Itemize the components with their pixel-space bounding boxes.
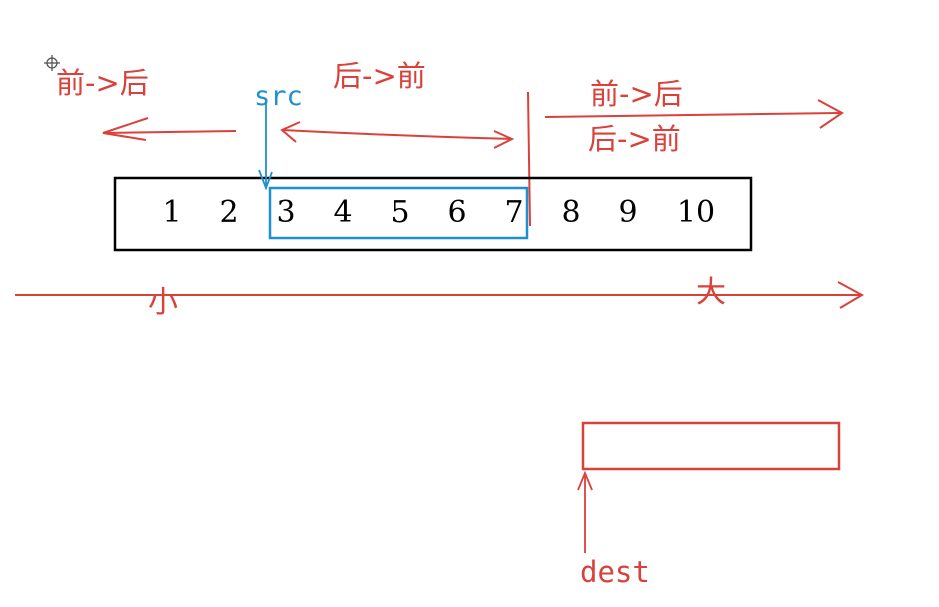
array-element: 9 bbox=[618, 195, 638, 230]
array-element: 10 bbox=[676, 195, 716, 230]
label-front-to-back-left: 前->后 bbox=[56, 66, 149, 100]
array-element: 7 bbox=[504, 195, 524, 230]
boundary-line bbox=[527, 91, 531, 227]
crosshair-cursor-icon bbox=[44, 55, 60, 71]
small-label: 小 bbox=[148, 285, 178, 320]
src-pointer-arrow bbox=[258, 100, 273, 191]
array-element: 5 bbox=[390, 195, 410, 230]
array-element: 3 bbox=[276, 195, 296, 230]
array-element: 6 bbox=[447, 195, 467, 230]
array-element: 8 bbox=[561, 195, 581, 230]
middle-double-arrow bbox=[280, 121, 515, 149]
dest-label: dest bbox=[580, 555, 650, 589]
dest-pointer-arrow bbox=[577, 470, 593, 553]
right-arrow bbox=[544, 99, 844, 129]
dest-box bbox=[581, 421, 841, 471]
array-element: 2 bbox=[219, 195, 239, 230]
src-region-box bbox=[268, 186, 529, 240]
array-element: 4 bbox=[333, 195, 353, 230]
array-element: 1 bbox=[162, 195, 182, 230]
big-label: 大 bbox=[696, 275, 726, 310]
src-label: src bbox=[254, 81, 303, 112]
left-arrow bbox=[102, 117, 237, 141]
array-box bbox=[113, 176, 753, 252]
label-back-to-front-middle: 后->前 bbox=[333, 59, 426, 93]
label-back-to-front-right: 后->前 bbox=[588, 122, 681, 156]
label-front-to-back-right: 前->后 bbox=[590, 77, 683, 111]
small-to-big-arrow bbox=[15, 281, 865, 309]
